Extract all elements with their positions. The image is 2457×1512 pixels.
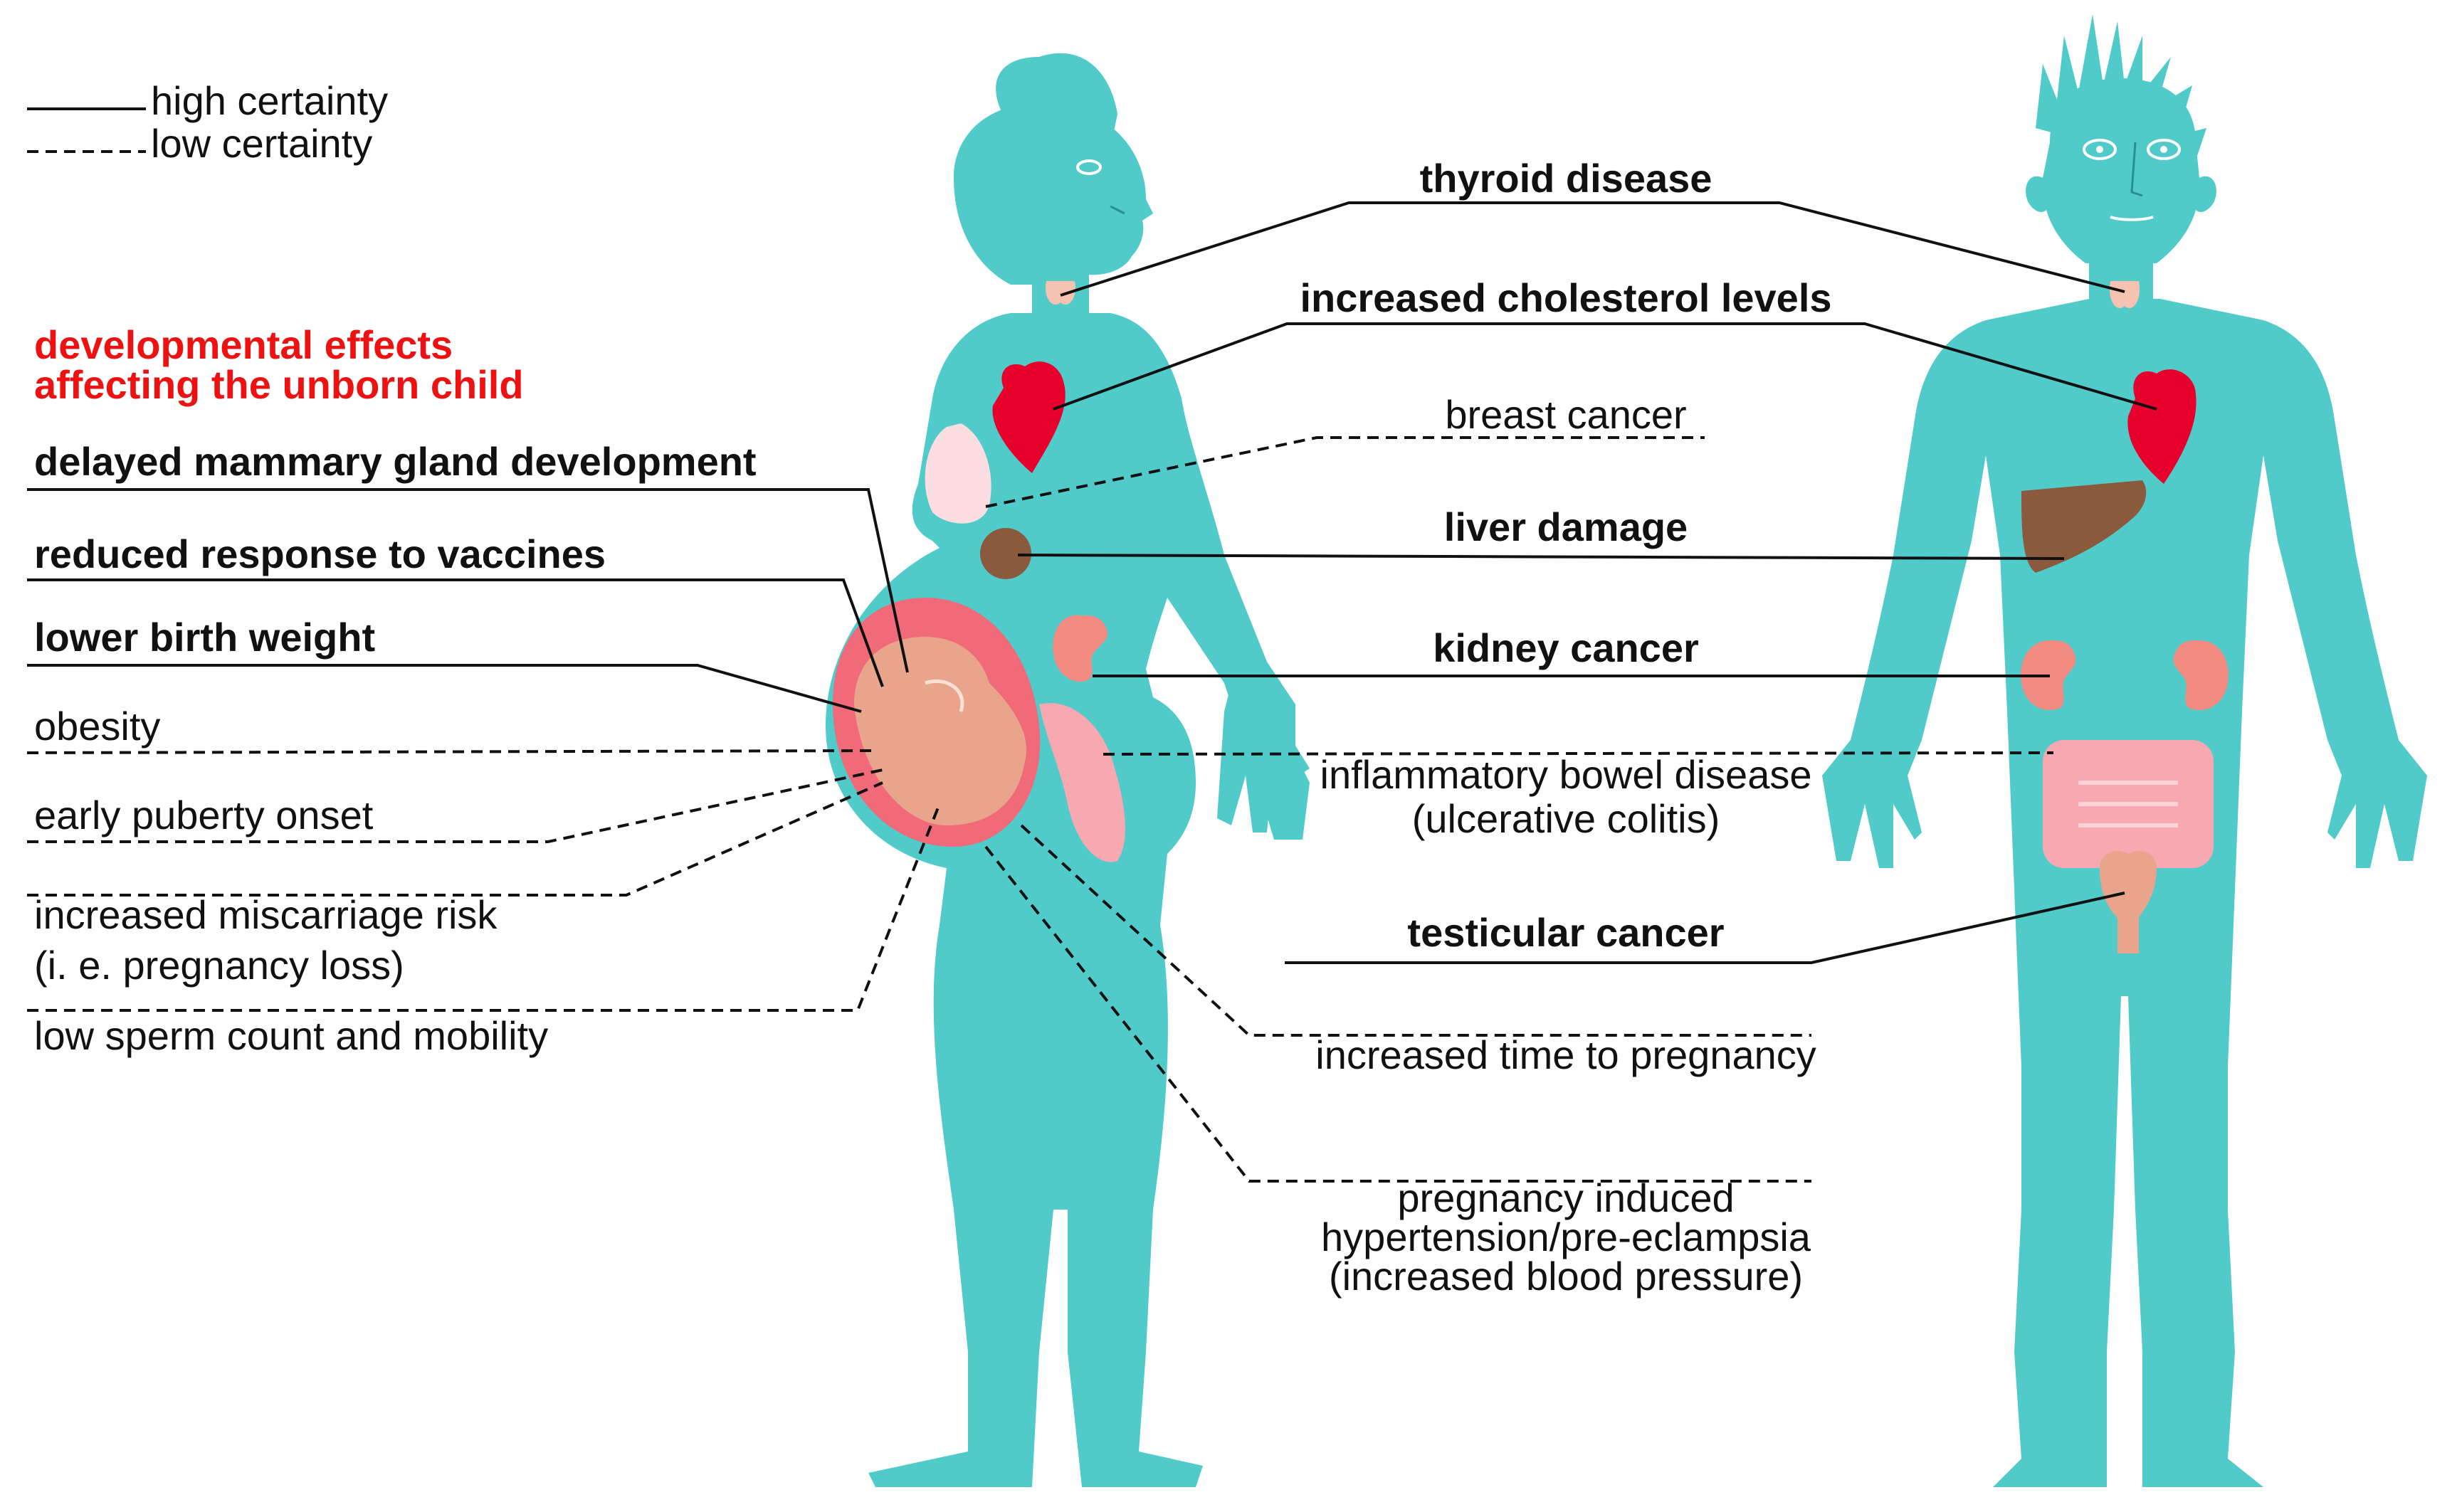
label-ibd-2: (ulcerative colitis) — [1412, 796, 1720, 841]
woman-head — [954, 102, 1153, 285]
label-kidney: kidney cancer — [1433, 625, 1699, 670]
leader-liver — [1017, 554, 2065, 560]
label-hypertension-1: pregnancy induced — [1397, 1175, 1734, 1220]
label-obesity: obesity — [34, 704, 160, 749]
legend-high-certainty: high certainty — [151, 78, 388, 123]
label-mammary: delayed mammary gland development — [34, 439, 757, 484]
woman-intestine — [1039, 703, 1125, 862]
leader-puberty — [27, 768, 883, 843]
label-testicular: testicular cancer — [1407, 910, 1724, 955]
man-head — [2026, 78, 2216, 263]
label-ibd-1: inflammatory bowel disease — [1320, 752, 1812, 797]
man-pupil-left — [2096, 146, 2103, 153]
woman-eye — [1076, 159, 1102, 175]
man-figure — [1822, 14, 2427, 1487]
fetus-detail — [925, 679, 964, 712]
label-liver: liver damage — [1444, 504, 1688, 549]
man-heart — [2127, 369, 2196, 484]
man-eye-right — [2147, 139, 2181, 160]
leader-time-pregnancy — [1020, 824, 1811, 1037]
leader-thyroid — [1060, 201, 2125, 297]
woman-kidney — [1053, 615, 1108, 682]
label-hypertension-3: (increased blood pressure) — [1329, 1254, 1803, 1299]
woman-breast — [925, 423, 991, 524]
leader-testicular — [1285, 892, 2125, 964]
leader-breast — [985, 436, 1705, 508]
label-cholesterol: increased cholesterol levels — [1300, 275, 1831, 320]
man-intestine-folds — [2078, 781, 2178, 828]
label-thyroid: thyroid disease — [1420, 156, 1712, 201]
man-pupil-right — [2160, 146, 2167, 153]
fetus — [854, 637, 1026, 825]
man-mouth — [2110, 216, 2154, 221]
label-puberty: early puberty onset — [34, 793, 374, 837]
leader-ibd — [1103, 751, 2054, 756]
woman-thyroid — [1046, 281, 1075, 305]
man-liver — [2021, 480, 2147, 573]
woman-heart — [992, 361, 1066, 473]
label-vaccines: reduced response to vaccines — [34, 532, 606, 576]
developmental-heading-line1: developmental effects — [34, 322, 453, 367]
leader-hypertension — [984, 845, 1811, 1183]
leader-miscarriage — [27, 781, 883, 897]
label-miscarriage-2: (i. e. pregnancy loss) — [34, 943, 404, 988]
woman-figure — [826, 53, 1310, 1487]
leader-obesity — [26, 749, 876, 754]
label-time-pregnancy: increased time to pregnancy — [1315, 1032, 1816, 1077]
man-nose — [2130, 142, 2143, 197]
leader-birth-weight — [27, 664, 862, 713]
leader-mammary — [27, 488, 909, 673]
man-eye-left — [2083, 139, 2117, 160]
woman-liver — [980, 528, 1031, 579]
leader-cholesterol — [1053, 322, 2157, 411]
woman-mouth — [1110, 205, 1125, 215]
legend-low-certainty: low certainty — [151, 121, 372, 166]
label-birth-weight: lower birth weight — [34, 615, 375, 660]
woman-hand — [1217, 683, 1310, 832]
developmental-heading-line2: affecting the unborn child — [34, 362, 524, 407]
man-testes — [2100, 851, 2157, 953]
label-hypertension-2: hypertension/pre-eclampsia — [1321, 1215, 1811, 1259]
label-breast: breast cancer — [1445, 392, 1686, 437]
label-miscarriage-1: increased miscarriage risk — [34, 892, 498, 937]
man-thyroid — [2110, 281, 2140, 309]
man-kidney-right — [2173, 640, 2229, 711]
leader-vaccines — [27, 578, 884, 687]
legend: high certainty low certainty — [27, 78, 388, 166]
label-sperm: low sperm count and mobility — [34, 1013, 548, 1058]
